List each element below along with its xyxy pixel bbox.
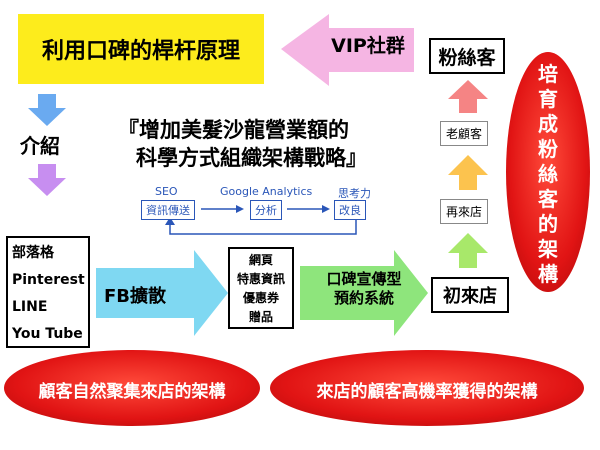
orange-up-arrow-icon [448, 155, 488, 190]
vertical-char: 絲 [538, 162, 558, 186]
wom-line-2: 預約系統 [333, 289, 394, 307]
returning-customer-box: 再來店 [440, 199, 489, 224]
vertical-char: 的 [538, 212, 558, 236]
flow-box-analysis: 分析 [250, 200, 282, 220]
vip-label: VIP社群 [331, 35, 405, 57]
headline: 『增加美髮沙龍營業額的 科學方式組織架構戰略』 [118, 116, 367, 172]
fb-label: FB擴散 [104, 286, 167, 307]
wom-label: 口碑宣傳型 預約系統 [314, 270, 414, 308]
headline-line-2: 科學方式組織架構戰略』 [136, 146, 367, 170]
vertical-char: 粉 [538, 137, 558, 161]
salmon-up-arrow-icon [448, 80, 488, 113]
channel-blog: 部落格 [12, 245, 54, 261]
feedback-loop-line [169, 219, 357, 235]
leverage-label: 利用口碑的桿杆原理 [41, 39, 240, 64]
wom-line-1: 口碑宣傳型 [326, 270, 402, 288]
flow-box-improve: 改良 [334, 200, 366, 220]
flow-label-thinking: 思考力 [338, 187, 371, 200]
flow-box-info: 資訊傳送 [141, 200, 195, 220]
channel-youtube: You Tube [12, 326, 83, 342]
first-visit-label: 初來店 [443, 286, 497, 307]
channels-box: 部落格 Pinterest LINE You Tube [6, 236, 90, 348]
vertical-char: 育 [538, 87, 558, 111]
oval-vertical-shape [506, 52, 590, 292]
offer-coupon: 優惠券 [242, 291, 279, 305]
offer-webpage: 網頁 [248, 253, 273, 267]
oval-left-label: 顧客自然聚集來店的架構 [38, 382, 226, 402]
wom-arrow-shape [300, 250, 428, 336]
vertical-char: 構 [538, 262, 558, 286]
regular-customer-box: 老顧客 [440, 121, 489, 146]
green-up-arrow-icon [448, 233, 488, 268]
vertical-char: 客 [538, 187, 558, 211]
purple-down-arrow-icon [28, 164, 66, 196]
flow-label-seo: SEO [155, 185, 178, 198]
fans-label: 粉絲客 [438, 46, 496, 69]
leverage-box: 利用口碑的桿杆原理 [18, 14, 264, 84]
fb-arrow-shape [96, 250, 228, 336]
channel-line: LINE [12, 299, 48, 315]
headline-line-1: 『增加美髮沙龍營業額的 [118, 118, 349, 142]
offer-special-info: 特惠資訊 [236, 272, 285, 286]
channel-pinterest: Pinterest [12, 272, 85, 288]
oval-left-shape [4, 350, 260, 426]
oval-vertical-label: 培 育 成 粉 絲 客 的 架 構 [520, 62, 576, 287]
offer-gift: 贈品 [248, 310, 273, 324]
vertical-char: 成 [538, 112, 558, 136]
vertical-char: 培 [538, 62, 558, 86]
vertical-char: 架 [538, 237, 558, 261]
oval-right-shape [270, 350, 584, 426]
first-visit-box: 初來店 [431, 277, 509, 313]
intro-label: 介紹 [20, 134, 60, 158]
vip-arrow-shape [281, 14, 414, 86]
fans-box: 粉絲客 [429, 38, 505, 74]
offers-box: 網頁 特惠資訊 優惠券 贈品 [228, 247, 294, 329]
oval-right-label: 來店的顧客高機率獲得的架構 [316, 382, 538, 402]
flow-label-analytics: Google Analytics [220, 185, 313, 198]
blue-down-arrow-icon [28, 94, 66, 126]
